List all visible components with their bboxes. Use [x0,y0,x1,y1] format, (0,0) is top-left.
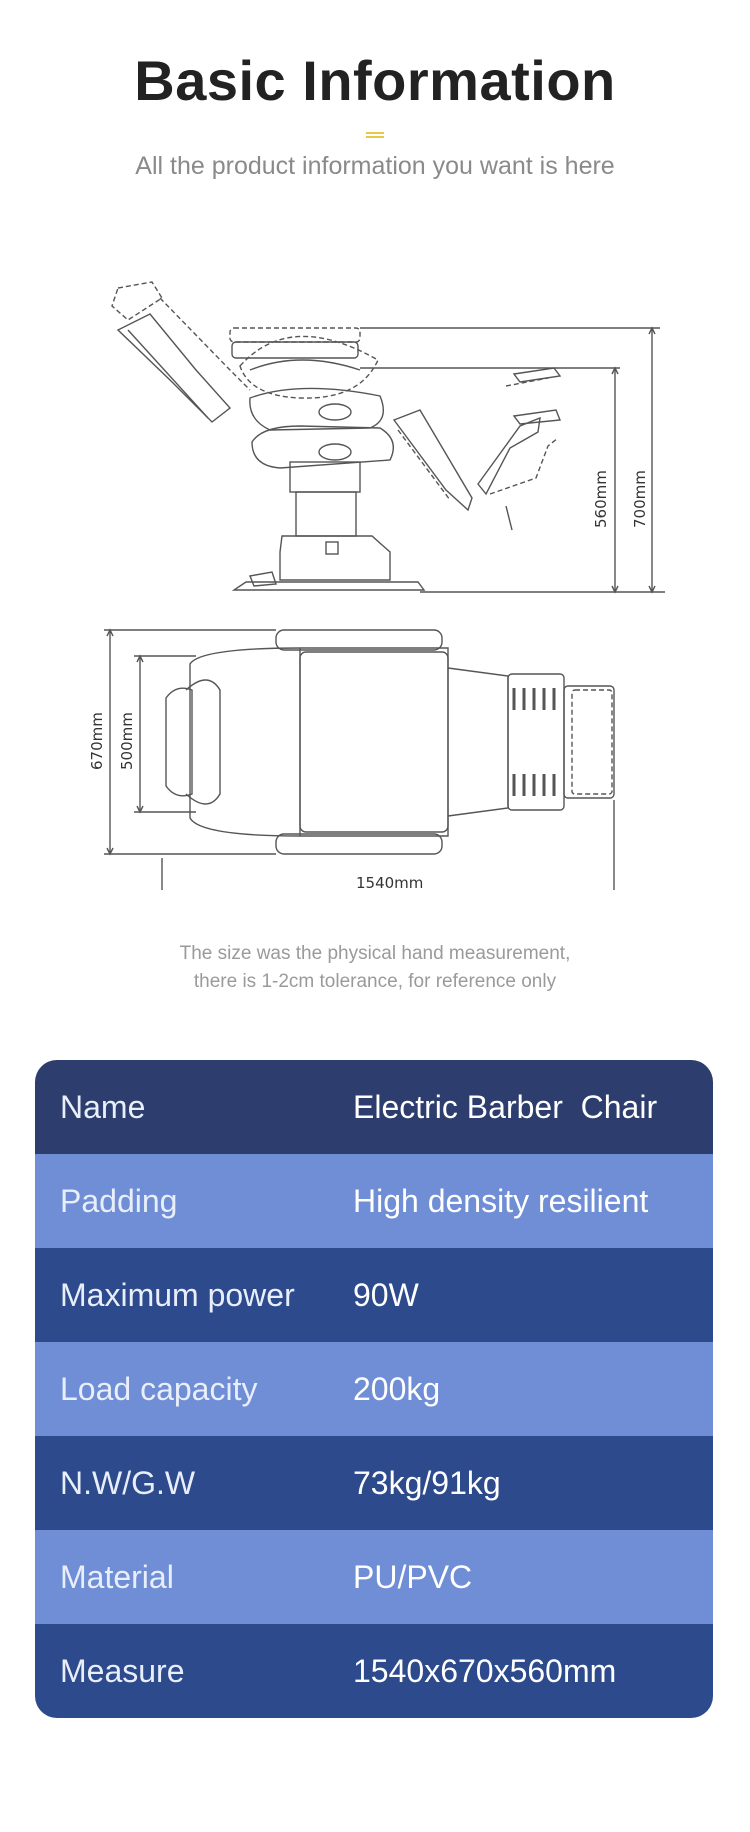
spec-value: PU/PVC [353,1558,473,1595]
spec-row-power: Maximum power 90W [35,1248,713,1342]
spec-value: 73kg/91kg [353,1464,501,1501]
spec-value: High density resilient [353,1182,649,1219]
chair-dimension-drawing: 560mm 700mm 670mm 500mm 1540mm [88,281,665,890]
length-1540-dim: 1540mm [356,874,423,890]
spec-value: 1540x670x560mm [353,1652,617,1689]
page-subtitle: All the product information you want is … [135,152,615,180]
spec-row-load: Load capacity 200kg [35,1342,713,1436]
width-500-dim: 500mm [118,712,136,770]
spec-value: 200kg [353,1370,441,1407]
spec-row-padding: Padding High density resilient [35,1154,713,1248]
measurement-note-line1: The size was the physical hand measureme… [179,943,571,964]
height-700-dim: 700mm [631,470,649,528]
spec-label: Measure [60,1652,185,1689]
spec-row-name: Name Electric Barber Chair [35,1060,713,1154]
spec-label: Maximum power [60,1276,295,1313]
page-title: Basic Information [134,49,616,112]
measurement-note-line2: there is 1-2cm tolerance, for reference … [193,971,557,992]
spec-label: N.W/G.W [60,1464,196,1501]
spec-value: 90W [353,1276,419,1313]
spec-value: Electric Barber Chair [353,1088,658,1125]
spec-label: Padding [60,1182,178,1219]
spec-row-measure: Measure 1540x670x560mm [35,1624,713,1718]
title-divider [366,132,384,140]
width-670-dim: 670mm [88,712,106,770]
spec-row-weight: N.W/G.W 73kg/91kg [35,1436,713,1530]
spec-table: Name Electric Barber Chair Padding High … [35,1060,713,1718]
spec-label: Load capacity [60,1370,258,1407]
spec-label: Name [60,1088,146,1125]
height-560-dim: 560mm [592,470,610,528]
spec-row-material: Material PU/PVC [35,1530,713,1624]
spec-label: Material [60,1558,174,1595]
